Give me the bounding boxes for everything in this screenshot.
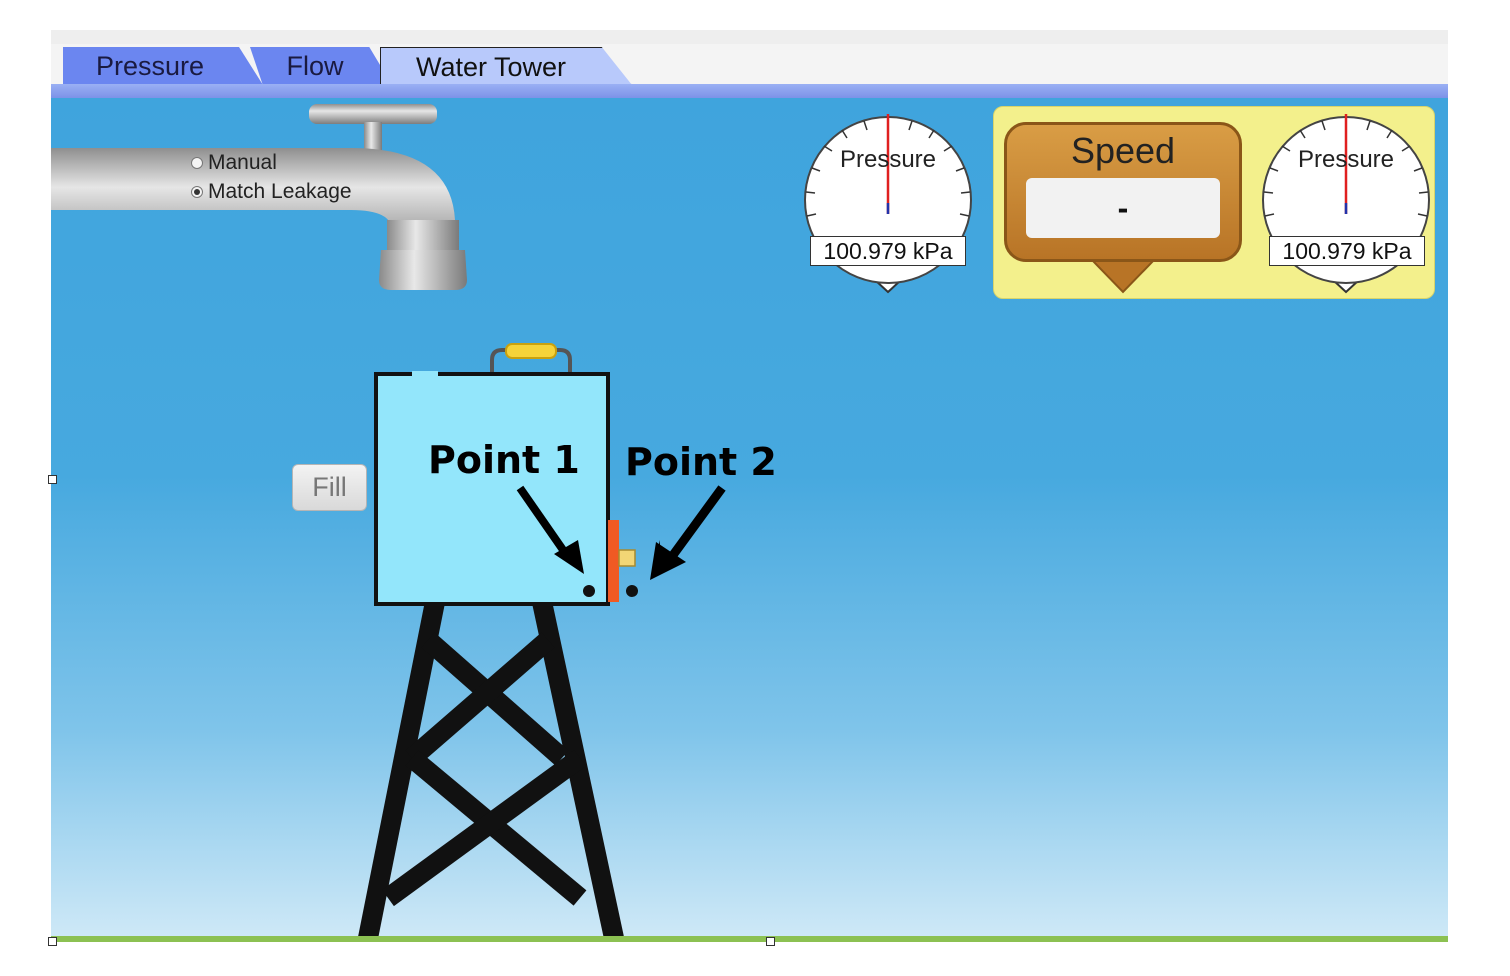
faucet-icon[interactable] bbox=[51, 100, 481, 300]
resize-handle-bottom[interactable] bbox=[766, 937, 775, 946]
radio-checked-icon[interactable] bbox=[191, 186, 203, 198]
pressure-gauge-2[interactable] bbox=[1258, 108, 1434, 298]
water-tower bbox=[358, 343, 660, 940]
point-1-label: Point 1 bbox=[428, 438, 580, 482]
manual-radio-label: Manual bbox=[208, 151, 277, 174]
tab-pressure[interactable]: Pressure bbox=[63, 47, 263, 85]
speed-pointer-icon bbox=[1090, 258, 1156, 294]
pressure-gauge-2-label: Pressure bbox=[1297, 146, 1395, 173]
fill-button[interactable]: Fill bbox=[292, 464, 367, 511]
radio-unchecked-icon[interactable] bbox=[191, 157, 203, 169]
speed-title: Speed bbox=[1070, 130, 1176, 171]
tab-water-tower[interactable]: Water Tower bbox=[380, 47, 632, 85]
pressure-gauge-1[interactable] bbox=[800, 108, 976, 298]
point-2-marker bbox=[626, 585, 638, 597]
valve-icon[interactable] bbox=[608, 520, 619, 602]
match-leakage-radio-label: Match Leakage bbox=[208, 180, 352, 203]
ground-line bbox=[51, 936, 1448, 942]
resize-handle-bottom-left[interactable] bbox=[48, 937, 57, 946]
resize-handle-left[interactable] bbox=[48, 475, 57, 484]
window-title-bar bbox=[51, 30, 1448, 45]
tab-flow[interactable]: Flow bbox=[250, 47, 392, 85]
speed-value: - bbox=[1026, 178, 1220, 238]
point-1-marker bbox=[583, 585, 595, 597]
point-2-label: Point 2 bbox=[625, 440, 777, 484]
point-2-arrow-icon bbox=[650, 485, 726, 580]
pressure-gauge-1-label: Pressure bbox=[839, 146, 937, 173]
tank-water bbox=[374, 372, 610, 606]
pressure-gauge-2-reading: 100.979 kPa bbox=[1269, 236, 1425, 266]
lid-handle-icon[interactable] bbox=[505, 343, 557, 359]
manual-radio[interactable]: Manual bbox=[191, 151, 277, 175]
match-leakage-radio[interactable]: Match Leakage bbox=[191, 180, 352, 204]
tab-content-border bbox=[51, 84, 1448, 98]
pressure-gauge-1-reading: 100.979 kPa bbox=[810, 236, 966, 266]
